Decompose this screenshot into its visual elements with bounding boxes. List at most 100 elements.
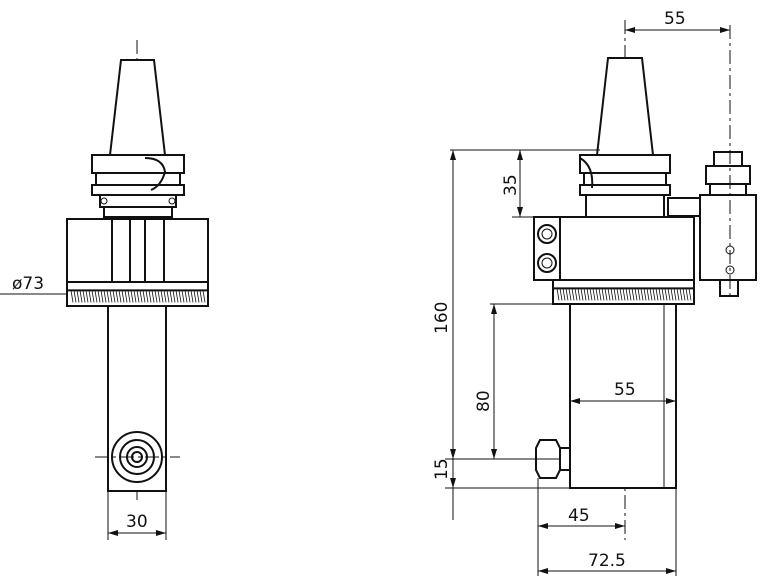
knurl-line xyxy=(184,290,188,303)
knurl-line xyxy=(106,290,110,303)
side-dim160-arrow-top xyxy=(450,150,456,160)
side-width-72-5-label: 72.5 xyxy=(588,551,626,571)
knurl-line xyxy=(85,290,89,303)
knurl-line xyxy=(559,288,563,301)
side-dim160-arrow-bottom xyxy=(450,449,456,459)
side-screw-bottom-inner xyxy=(541,257,553,269)
side-total-height-label: 160 xyxy=(432,302,452,334)
side-dim15-arrow xyxy=(450,478,456,488)
knurl-line xyxy=(151,290,155,303)
knurl-line xyxy=(574,288,578,301)
knurl-line xyxy=(112,290,116,303)
side-tool-height-label: 80 xyxy=(474,390,494,412)
side-view: 55 35 160 80 15 55 xyxy=(432,9,757,576)
front-diameter-label: ø73 xyxy=(12,274,44,294)
knurl-line xyxy=(607,288,611,301)
knurl-line xyxy=(655,288,659,301)
side-top-arrow-left xyxy=(625,27,635,33)
knurl-line xyxy=(118,290,122,303)
knurl-line xyxy=(169,290,173,303)
knurl-line xyxy=(562,288,566,301)
knurl-line xyxy=(589,288,593,301)
side-width-45-label: 45 xyxy=(568,506,590,526)
knurl-line xyxy=(613,288,617,301)
knurl-line xyxy=(688,288,692,301)
knurl-line xyxy=(124,290,128,303)
side-dim55-arrow-right xyxy=(666,398,676,404)
side-screw-top-inner xyxy=(541,228,553,240)
front-flange-lower xyxy=(99,194,177,208)
knurl-line xyxy=(91,290,95,303)
knurl-line xyxy=(139,290,143,303)
knurl-line xyxy=(634,288,638,301)
side-bottom-offset-label: 15 xyxy=(432,458,452,480)
front-view: ø73 30 xyxy=(0,40,209,540)
front-key-notch xyxy=(144,157,167,191)
side-dim80-arrow-bottom xyxy=(491,449,497,459)
knurl-line xyxy=(148,290,152,303)
knurl-line xyxy=(661,288,665,301)
side-bottom-plug xyxy=(719,279,739,297)
knurl-line xyxy=(643,288,647,301)
side-flange-top xyxy=(579,154,671,174)
knurl-line xyxy=(619,288,623,301)
knurl-line xyxy=(604,288,608,301)
front-main-body xyxy=(66,218,209,283)
knurl-line xyxy=(82,290,86,303)
knurl-line xyxy=(592,288,596,301)
knurl-line xyxy=(196,290,200,303)
knurl-line xyxy=(658,288,662,301)
side-dim45-arrow-right xyxy=(615,523,625,529)
knurl-line xyxy=(157,290,161,303)
knurl-line xyxy=(628,288,632,301)
knurl-line xyxy=(142,290,146,303)
knurl-line xyxy=(133,290,137,303)
knurl-line xyxy=(73,290,77,303)
knurl-line xyxy=(640,288,644,301)
side-taper-shank xyxy=(595,57,655,156)
knurl-line xyxy=(175,290,179,303)
front-bore-outer xyxy=(111,431,163,483)
side-left-plate xyxy=(533,216,561,281)
knurl-line xyxy=(577,288,581,301)
front-taper-shank xyxy=(108,59,167,156)
knurl-line xyxy=(568,288,572,301)
side-flange-mid xyxy=(583,172,667,186)
knurl-line xyxy=(565,288,569,301)
side-spindle-height-label: 35 xyxy=(501,174,521,196)
side-dim725-arrow-right xyxy=(666,568,676,574)
front-flange-hole-left xyxy=(100,197,108,205)
knurl-line xyxy=(163,290,167,303)
side-right-housing xyxy=(699,194,757,281)
front-width-label: 30 xyxy=(126,512,148,532)
knurl-line xyxy=(202,290,206,303)
side-housing-hole-bottom xyxy=(725,265,735,275)
side-dim55-arrow-left xyxy=(570,398,580,404)
side-tool-body xyxy=(569,303,677,489)
side-dim35-arrow-top xyxy=(517,150,523,160)
knurl-line xyxy=(187,290,191,303)
knurl-line xyxy=(121,290,125,303)
knurl-line xyxy=(94,290,98,303)
knurl-line xyxy=(136,290,140,303)
knurl-line xyxy=(610,288,614,301)
side-dim80-arrow-top xyxy=(491,304,497,314)
knurl-line xyxy=(625,288,629,301)
knurl-line xyxy=(88,290,92,303)
front-width-arrow-right xyxy=(156,530,166,536)
knurl-line xyxy=(100,290,104,303)
front-flange-mid xyxy=(95,172,181,186)
knurl-line xyxy=(670,288,674,301)
side-coolant-tube xyxy=(667,197,705,217)
knurl-line xyxy=(166,290,170,303)
side-top-arrow-right xyxy=(720,27,730,33)
front-width-arrow-left xyxy=(108,530,118,536)
side-dim45-arrow-left xyxy=(538,523,548,529)
knurl-line xyxy=(580,288,584,301)
front-knurl-hatch xyxy=(67,289,208,303)
knurl-line xyxy=(685,288,689,301)
side-top-offset-label: 55 xyxy=(664,9,686,29)
knurl-line xyxy=(649,288,653,301)
side-fitting-cap xyxy=(713,151,743,167)
side-dim35-arrow-bottom xyxy=(517,207,523,217)
